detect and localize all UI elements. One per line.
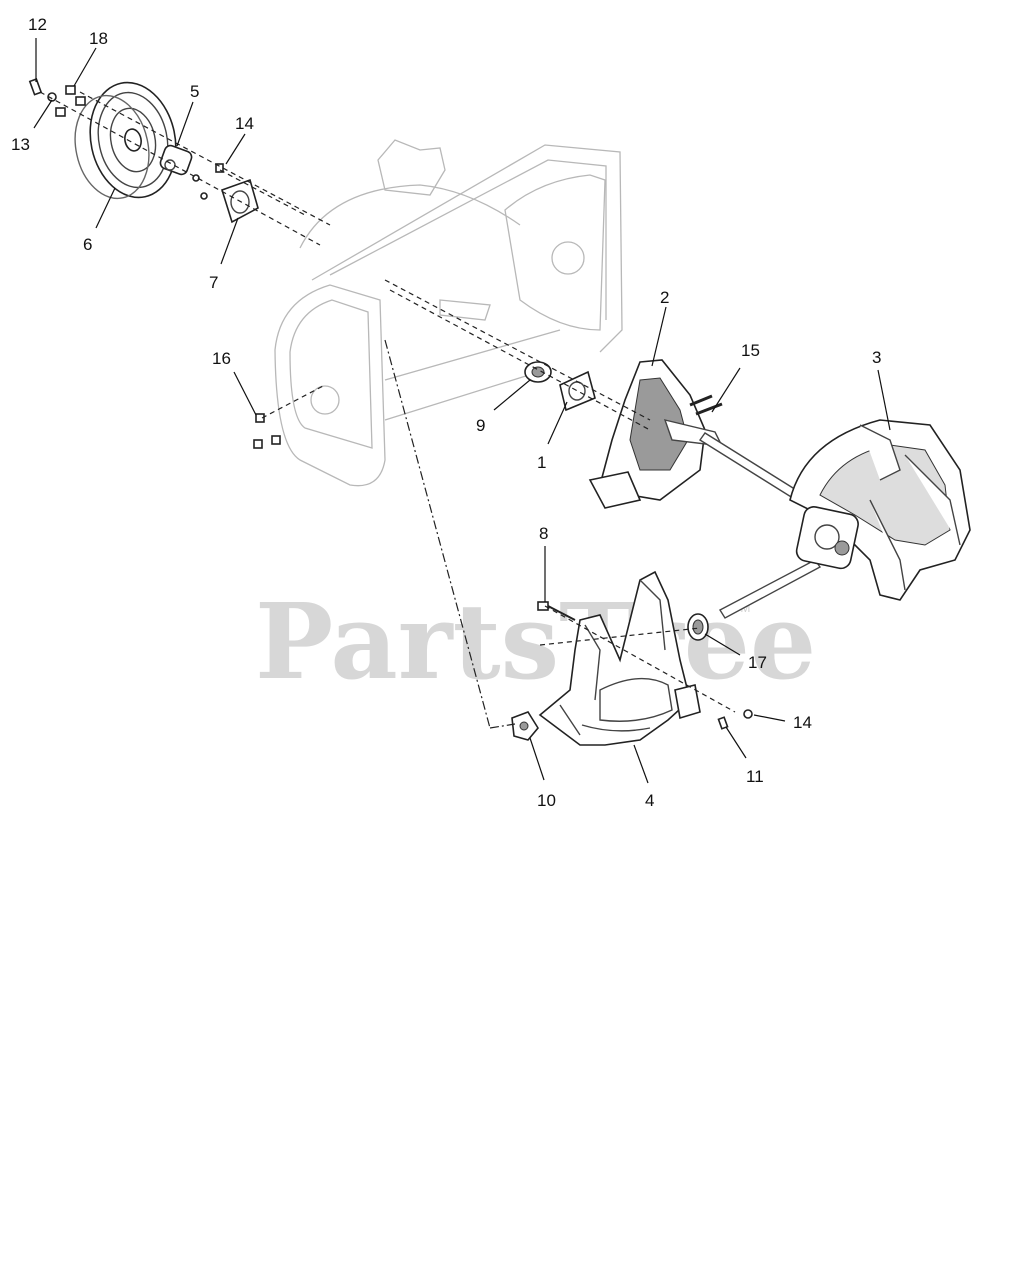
spacer-washer [687,613,709,641]
leader-lines [33,38,891,784]
mount-bracket [511,711,539,741]
auger-left [538,570,701,746]
callout-6: 6 [83,235,92,254]
watermark: PartsTree TM [255,580,816,703]
bearing-flange-lower [559,370,596,412]
callout-13: 13 [11,135,30,154]
watermark-text: PartsTree [255,580,816,703]
callout-4: 4 [645,791,654,810]
callout-1: 1 [537,453,546,472]
callout-16: 16 [212,349,231,368]
auger-housing [274,139,623,487]
bearing [524,361,552,383]
callout-18: 18 [89,29,108,48]
callout-3: 3 [872,348,881,367]
auger-right [789,419,971,601]
callout-14-upper: 14 [235,114,254,133]
callout-17: 17 [748,653,767,672]
pulley-hub [159,144,193,176]
callout-12: 12 [28,15,47,34]
pulley [74,81,177,200]
callout-15: 15 [741,341,760,360]
bottom-fasteners [253,413,753,730]
assembly-lines [39,91,736,729]
callout-11: 11 [746,767,764,786]
callout-14-lower: 14 [793,713,812,732]
auger-half-right-upper [588,359,724,509]
callouts: 12 18 13 5 14 6 7 16 9 1 2 15 3 8 17 14 … [11,15,881,810]
callout-7: 7 [209,273,218,292]
callout-2: 2 [660,288,669,307]
callout-8: 8 [539,524,548,543]
pulley-fasteners [28,78,224,200]
callout-10: 10 [537,791,556,810]
shear-pins [689,394,723,416]
callout-9: 9 [476,416,485,435]
callout-5: 5 [190,82,199,101]
